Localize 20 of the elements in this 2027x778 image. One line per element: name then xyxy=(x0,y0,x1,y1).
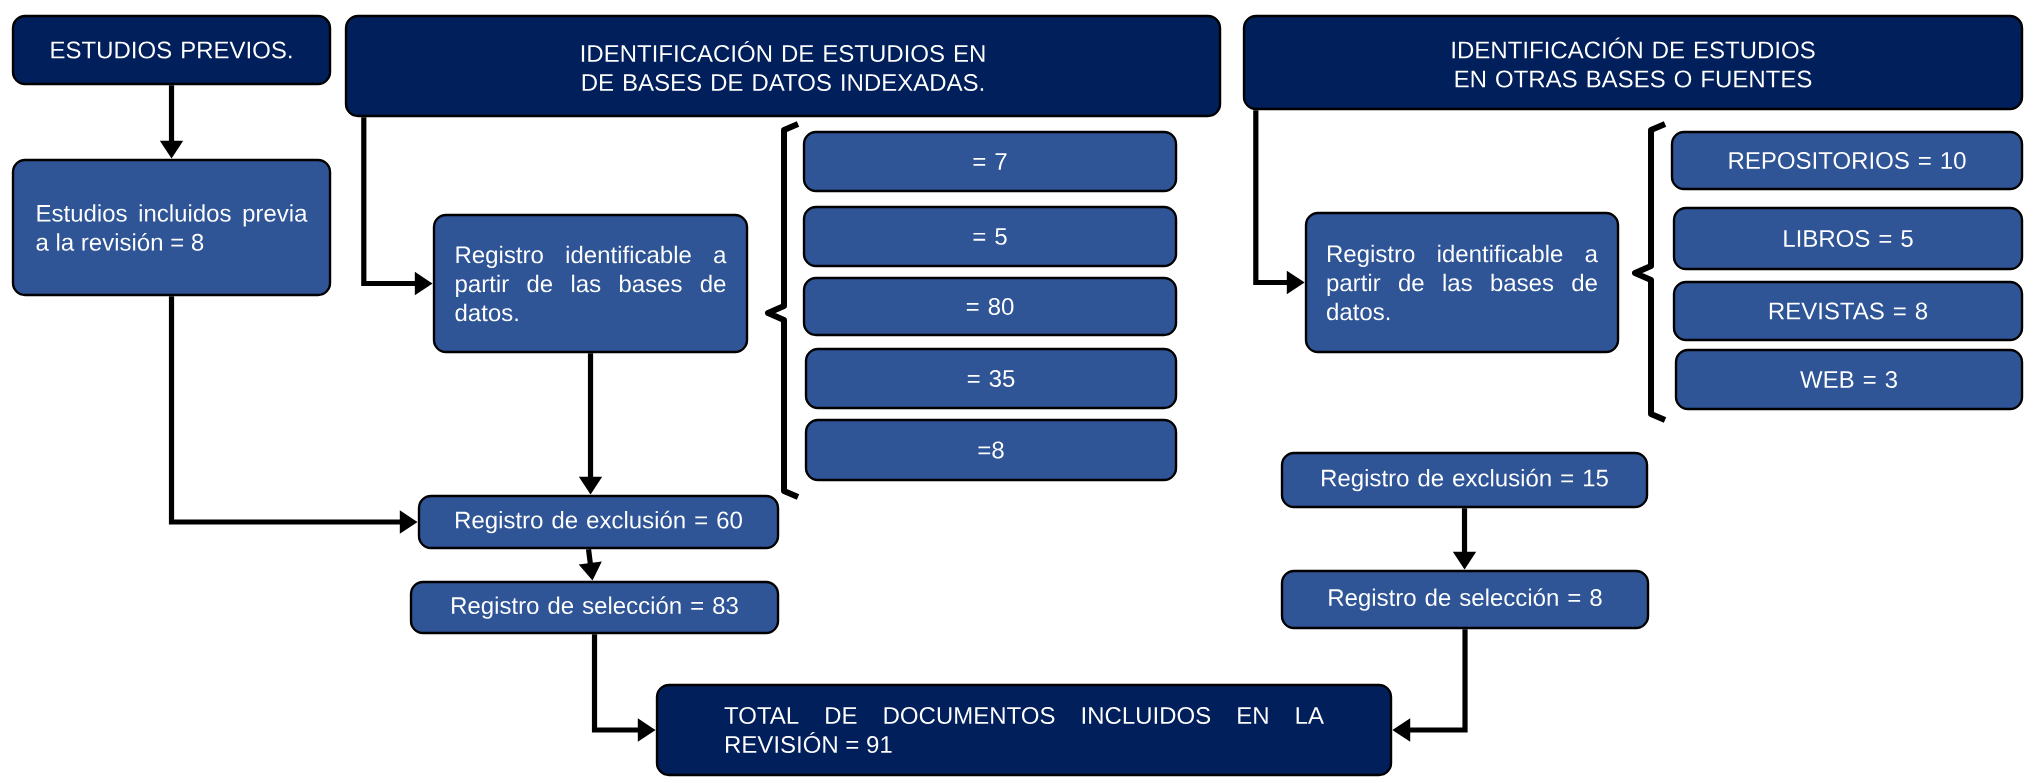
process-box: Registro identificable a partir de las bases de datos. xyxy=(432,213,749,354)
process-box: Registro identificable a partir de las bases de datos. xyxy=(1304,211,1620,354)
source-box: = 80 xyxy=(802,276,1178,337)
source-box: REVISTAS = 8 xyxy=(1672,280,2024,342)
source-box: =8 xyxy=(804,418,1178,482)
source-box: WEB = 3 xyxy=(1674,348,2024,411)
process-box: Registro de selección = 8 xyxy=(1280,569,1650,630)
process-box: Registro de exclusión = 60 xyxy=(417,494,780,550)
header-box: ESTUDIOS PREVIOS. xyxy=(11,14,332,86)
header-box: IDENTIFICACIÓN DE ESTUDIOS EN OTRAS BASES O FUENTES xyxy=(1242,14,2024,111)
header-box: IDENTIFICACIÓN DE ESTUDIOS EN DE BASES DE DATOS INDEXADAS. xyxy=(344,14,1222,118)
process-box: Estudios incluidos previa a la revisión = 8 xyxy=(11,158,332,297)
source-box: LIBROS = 5 xyxy=(1672,206,2024,271)
source-box: = 35 xyxy=(804,347,1178,410)
process-box: Registro de exclusión = 15 xyxy=(1280,451,1649,509)
source-box: REPOSITORIOS = 10 xyxy=(1670,130,2024,191)
source-box: = 7 xyxy=(802,130,1178,193)
process-box: Registro de selección = 83 xyxy=(409,580,780,635)
result-box: TOTAL DE DOCUMENTOS INCLUIDOS EN LA REVISIÓN = 91 xyxy=(655,683,1393,777)
source-box: = 5 xyxy=(802,205,1178,268)
